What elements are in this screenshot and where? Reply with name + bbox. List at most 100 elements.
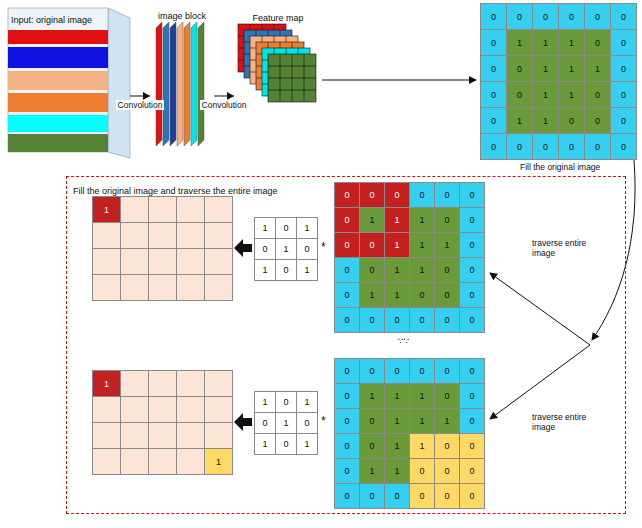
cell-number: 0: [344, 441, 349, 451]
cell-number: 0: [344, 391, 349, 401]
grid-cell: 1: [384, 282, 410, 308]
cell-number: 0: [344, 416, 349, 426]
cell-number: 0: [469, 240, 474, 250]
grid-cell: [120, 248, 149, 275]
grid-cell: 0: [584, 3, 611, 30]
grid-cell: [92, 448, 121, 475]
grid-cell: [120, 422, 149, 449]
grid-cell: 0: [459, 282, 485, 308]
cell-number: 0: [517, 12, 522, 22]
cell-number: 0: [444, 265, 449, 275]
cell-number: 1: [283, 418, 288, 428]
grid-cell: 0: [359, 483, 385, 509]
cell-number: 0: [369, 491, 374, 501]
grid-cell: 1: [409, 257, 435, 283]
cell-number: 1: [394, 265, 399, 275]
grid-cell: 0: [480, 29, 507, 56]
cell-number: 1: [419, 441, 424, 451]
cell-number: 0: [344, 215, 349, 225]
traverse-arrow: [490, 345, 590, 419]
input-image-stack: [8, 8, 130, 158]
art-shape: [108, 8, 130, 158]
grid-cell: 1: [384, 257, 410, 283]
grid-cell: 0: [384, 182, 410, 208]
grid-cell: 0: [409, 282, 435, 308]
grid-cell: 1: [296, 433, 318, 455]
cell-number: 0: [344, 466, 349, 476]
note-label: traverse entire image: [532, 238, 590, 258]
cell-number: 0: [469, 491, 474, 501]
grid-cell: [92, 248, 121, 275]
image-block-slabs: [156, 22, 204, 146]
cell-number: 1: [216, 457, 221, 467]
grid-cell: 0: [434, 182, 460, 208]
grid-cell: [176, 248, 205, 275]
cell-number: 0: [491, 116, 496, 126]
grid-cell: 1: [409, 232, 435, 258]
cell-number: 0: [369, 240, 374, 250]
grid-cell: 0: [334, 282, 360, 308]
grid-cell: 0: [334, 458, 360, 484]
cell-number: 0: [262, 244, 267, 254]
edge-label: Convolution: [116, 100, 165, 110]
grid-cell: [148, 370, 177, 397]
cell-number: 1: [543, 116, 548, 126]
grid-cell: 1: [359, 383, 385, 409]
cell-number: 1: [444, 240, 449, 250]
grid-cell: 0: [434, 483, 460, 509]
cell-number: 0: [517, 90, 522, 100]
cell-number: 1: [369, 391, 374, 401]
cell-number: 0: [469, 391, 474, 401]
grid-cell: 0: [334, 483, 360, 509]
cell-number: 0: [595, 142, 600, 152]
grid-cell: [120, 274, 149, 301]
cell-number: 1: [304, 265, 309, 275]
grid-cell: 0: [434, 433, 460, 459]
cell-number: 0: [369, 366, 374, 376]
cell-number: 0: [444, 366, 449, 376]
grid-cell: 1: [92, 196, 121, 223]
cell-number: 0: [621, 38, 626, 48]
grid-cell: 0: [459, 408, 485, 434]
cell-number: 1: [394, 290, 399, 300]
grid-cell: 0: [434, 458, 460, 484]
grid-cell: 0: [275, 259, 297, 281]
grid-cell: 0: [434, 207, 460, 233]
grid-cell: [176, 274, 205, 301]
art-shape: [191, 22, 197, 146]
grid-cell: 1: [359, 458, 385, 484]
grid-cell: 0: [359, 358, 385, 384]
grid-cell: 0: [334, 182, 360, 208]
cell-number: 0: [469, 215, 474, 225]
grid-cell: 0: [434, 282, 460, 308]
cell-number: 0: [344, 190, 349, 200]
grid-cell: 0: [296, 412, 318, 434]
grid-cell: 0: [506, 55, 533, 82]
grid-cell: 1: [506, 29, 533, 56]
grid-cell: [92, 222, 121, 249]
cell-number: 0: [419, 290, 424, 300]
grid-cell: [92, 422, 121, 449]
cell-number: 0: [621, 12, 626, 22]
cell-number: 1: [394, 416, 399, 426]
art-shape: [8, 8, 108, 152]
cell-number: 0: [469, 416, 474, 426]
grid-cell: 1: [275, 412, 297, 434]
grid-cell: 1: [434, 232, 460, 258]
cell-number: 1: [262, 265, 267, 275]
cell-number: 0: [444, 491, 449, 501]
grid-cell: 0: [359, 307, 385, 333]
grid-cell: 0: [359, 182, 385, 208]
cell-number: 0: [344, 240, 349, 250]
cell-number: 1: [569, 64, 574, 74]
cell-number: 0: [283, 397, 288, 407]
grid-cell: [148, 396, 177, 423]
art-shape: [177, 22, 183, 146]
grid-cell: 0: [480, 81, 507, 108]
grid-cell: [204, 370, 233, 397]
grid-cell: 0: [506, 3, 533, 30]
cell-number: 1: [262, 439, 267, 449]
cell-number: 0: [394, 366, 399, 376]
grid-cell: 0: [480, 55, 507, 82]
cell-number: 0: [419, 491, 424, 501]
